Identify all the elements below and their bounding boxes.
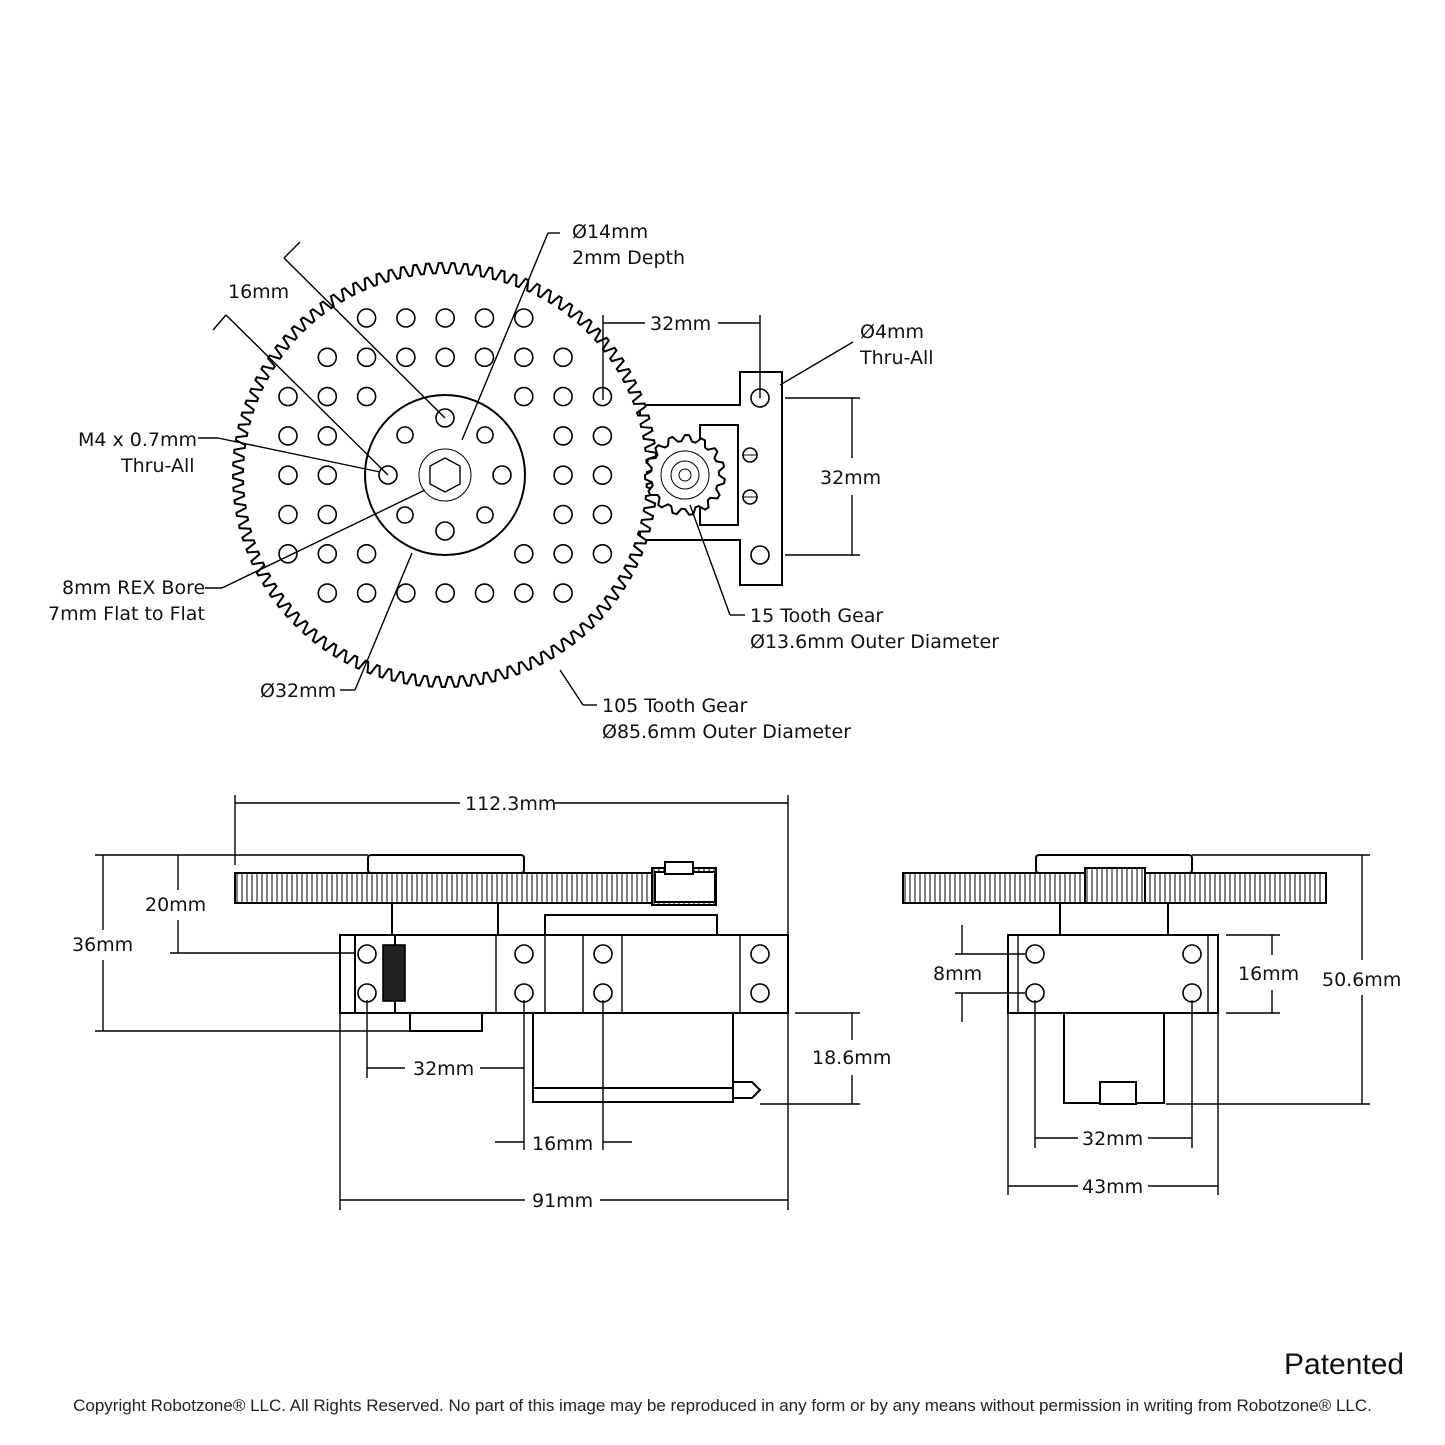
end-dimensions <box>955 854 1370 1195</box>
overall-length-dim: 112.3mm <box>465 793 556 815</box>
end-labels: 8mm 16mm 50.6mm 32mm 43mm <box>933 963 1401 1198</box>
gear-hole <box>435 347 456 368</box>
side-dimensions <box>95 795 860 1210</box>
gear-hole <box>356 308 377 328</box>
gear-hole <box>553 543 573 564</box>
hub-bore-line1: Ø14mm <box>572 221 648 243</box>
gear-hole <box>513 347 534 368</box>
total-height-dim: 50.6mm <box>1322 969 1401 991</box>
gear-hole <box>435 583 456 603</box>
end-width-dim: 43mm <box>1082 1176 1143 1198</box>
base-length-dim: 91mm <box>532 1190 593 1212</box>
hub-pattern-dim: 16mm <box>228 281 289 303</box>
hub-diameter-dim: Ø32mm <box>260 680 336 702</box>
rex-bore-line1: 8mm REX Bore <box>62 577 205 599</box>
gear-hole <box>553 347 573 368</box>
gear-hole <box>553 583 573 603</box>
rex-bore-icon <box>429 457 461 493</box>
gear-hole-grid <box>278 308 613 603</box>
pinion-15-tooth <box>643 433 726 516</box>
end-view: 8mm 16mm 50.6mm 32mm 43mm <box>902 854 1401 1198</box>
gear-hole <box>356 583 377 603</box>
mount-hole-line1: Ø4mm <box>860 321 924 343</box>
gear-hole <box>592 504 613 525</box>
gear-hole <box>513 386 534 407</box>
gear-hole <box>278 504 298 525</box>
hole-vertical-dim: 8mm <box>933 963 982 985</box>
gear-hole <box>356 386 377 407</box>
mount-spacing-dim: 32mm <box>820 467 881 489</box>
gear-hole <box>592 543 613 564</box>
top-labels: Ø14mm 2mm Depth 16mm 32mm Ø4mm Thru-All … <box>48 221 999 743</box>
hub-bore-line2: 2mm Depth <box>572 247 685 269</box>
gear-hole <box>513 308 534 328</box>
copyright-notice: Copyright Robotzone® LLC. All Rights Res… <box>73 1396 1372 1415</box>
gear-hole <box>356 543 377 564</box>
gear-hole <box>317 583 338 603</box>
gear-hole <box>553 386 573 407</box>
gear-height-dim: 20mm <box>145 894 206 916</box>
plate-height-dim: 16mm <box>1238 963 1299 985</box>
gear-hole <box>513 583 534 603</box>
gear-hole <box>396 583 416 603</box>
gear-hole <box>278 465 298 486</box>
side-gear-teeth <box>234 867 717 906</box>
gear-hole <box>592 465 613 486</box>
gear-hole <box>356 347 377 368</box>
main-gear-line2: Ø85.6mm Outer Diameter <box>602 721 851 743</box>
pinion-line1: 15 Tooth Gear <box>750 605 883 627</box>
patented-label: Patented <box>1284 1348 1405 1381</box>
rex-bore-line2: 7mm Flat to Flat <box>48 603 205 625</box>
gear-hole <box>317 426 338 446</box>
gear-hole <box>474 347 495 368</box>
servo-offset-dim: 32mm <box>650 313 711 335</box>
gear-hole <box>317 347 338 368</box>
gear-hole <box>592 426 613 446</box>
gear-hole <box>474 583 495 603</box>
side-view: 112.3mm 20mm 36mm 18.6mm 32mm 16mm 91mm <box>72 793 891 1212</box>
gear-hole <box>317 386 338 407</box>
servo-drop-dim: 18.6mm <box>812 1047 891 1069</box>
pinion-line2: Ø13.6mm Outer Diameter <box>750 631 999 653</box>
end-hole-spacing-dim: 32mm <box>1082 1128 1143 1150</box>
end-gear-teeth <box>902 867 1327 906</box>
gear-hole <box>474 308 495 328</box>
main-gear-line1: 105 Tooth Gear <box>602 695 748 717</box>
gear-hole <box>513 543 534 564</box>
overall-height-dim: 36mm <box>72 934 133 956</box>
gear-hole <box>553 504 573 525</box>
gear-hole <box>278 386 298 407</box>
tapped-hole-line2: Thru-All <box>120 455 195 477</box>
side-hole-spacing-dim: 32mm <box>413 1058 474 1080</box>
gear-hole <box>396 308 416 328</box>
hub <box>364 394 526 556</box>
gear-hole <box>317 504 338 525</box>
mount-hole-bottom <box>750 545 770 565</box>
mount-hole-line2: Thru-All <box>859 347 934 369</box>
gear-hole <box>317 465 338 486</box>
gear-hole <box>278 426 298 446</box>
gear-hole <box>553 426 573 446</box>
gear-hole <box>553 465 573 486</box>
gear-hole <box>435 308 456 328</box>
side-labels: 112.3mm 20mm 36mm 18.6mm 32mm 16mm 91mm <box>72 793 891 1212</box>
side-hole-offset-dim: 16mm <box>532 1133 593 1155</box>
top-view: Ø14mm 2mm Depth 16mm 32mm Ø4mm Thru-All … <box>48 221 999 743</box>
gear-hole <box>317 543 338 564</box>
tapped-hole-line1: M4 x 0.7mm <box>78 429 197 451</box>
gear-hole <box>396 347 416 368</box>
top-leaders <box>198 232 860 706</box>
